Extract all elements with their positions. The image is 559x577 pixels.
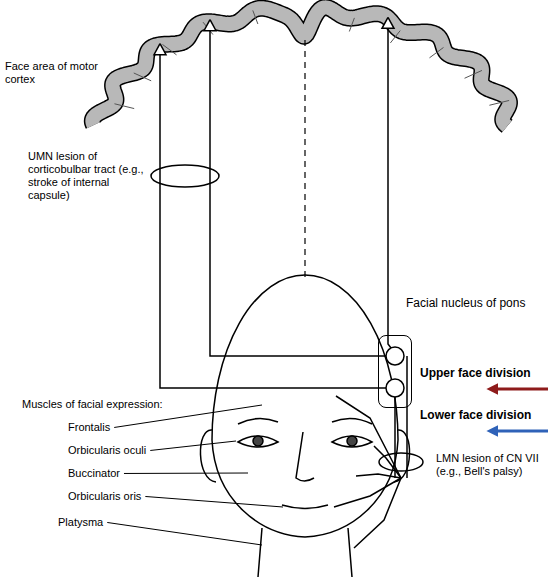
leader-line — [107, 522, 262, 545]
upper-division-arrow — [496, 388, 548, 391]
lower-division-arrow — [496, 430, 548, 433]
neuron-symbol — [204, 20, 216, 31]
leader-line — [124, 473, 248, 474]
muscle-label: Platysma — [58, 516, 103, 529]
nerve-pathway — [354, 478, 401, 548]
sulcus — [114, 104, 134, 109]
nose — [296, 432, 314, 481]
nerve-pathway — [160, 55, 386, 388]
muscle-label: Buccinator — [68, 467, 120, 480]
leader-line — [145, 496, 283, 507]
sulcus — [489, 100, 509, 105]
nerve-pathway — [406, 356, 408, 478]
lesion-oval — [379, 453, 423, 471]
lesion-oval — [151, 165, 219, 187]
annotation: Face area of motor cortex — [5, 60, 113, 86]
sulcus — [465, 70, 482, 78]
nucleus-box: Facial nucleus of pons — [378, 335, 412, 408]
ear — [200, 430, 216, 482]
midline — [304, 40, 305, 278]
muscle-label: Orbicularis oris — [68, 490, 141, 503]
division-circle — [386, 379, 404, 397]
muscle-label: Frontalis — [68, 421, 110, 434]
leader-line — [150, 441, 236, 450]
annotation: Upper face division — [420, 366, 531, 380]
node-label: Facial nucleus of pons — [406, 296, 525, 310]
muscle-label: Orbicularis oculi — [68, 444, 146, 457]
sulcus — [390, 31, 400, 43]
sulcus — [429, 47, 443, 57]
sulcus — [349, 18, 354, 32]
nerve-pathway — [210, 31, 386, 356]
gray-matter — [92, 7, 509, 126]
mouth — [282, 505, 328, 509]
annotation: Lower face division — [420, 408, 531, 422]
nerve-pathway — [336, 396, 401, 478]
nerve-pathway — [374, 446, 401, 478]
nerve-pathway — [388, 28, 391, 348]
annotation: LMN lesion of CN VII (e.g., Bell's palsy… — [436, 452, 556, 478]
division-circle — [386, 347, 404, 365]
eyes — [238, 436, 372, 447]
head-outline — [200, 275, 409, 577]
sulcus — [253, 10, 258, 24]
neuron-symbol — [154, 44, 166, 55]
cortex-outline — [92, 7, 509, 126]
annotation: Muscles of facial expression: — [22, 398, 163, 411]
iris — [253, 436, 263, 446]
nucleus-divisions — [378, 335, 412, 408]
nerve-pathway — [356, 474, 401, 478]
annotation: UMN lesion of corticobulbar tract (e.g.,… — [28, 150, 146, 202]
neuron-symbol — [382, 17, 394, 28]
neck — [258, 528, 352, 577]
cranium — [212, 275, 398, 440]
jaw — [212, 440, 398, 537]
sulcus — [134, 73, 151, 81]
motor-cortex — [92, 7, 509, 126]
eyebrows — [238, 418, 372, 424]
iris — [347, 436, 357, 446]
